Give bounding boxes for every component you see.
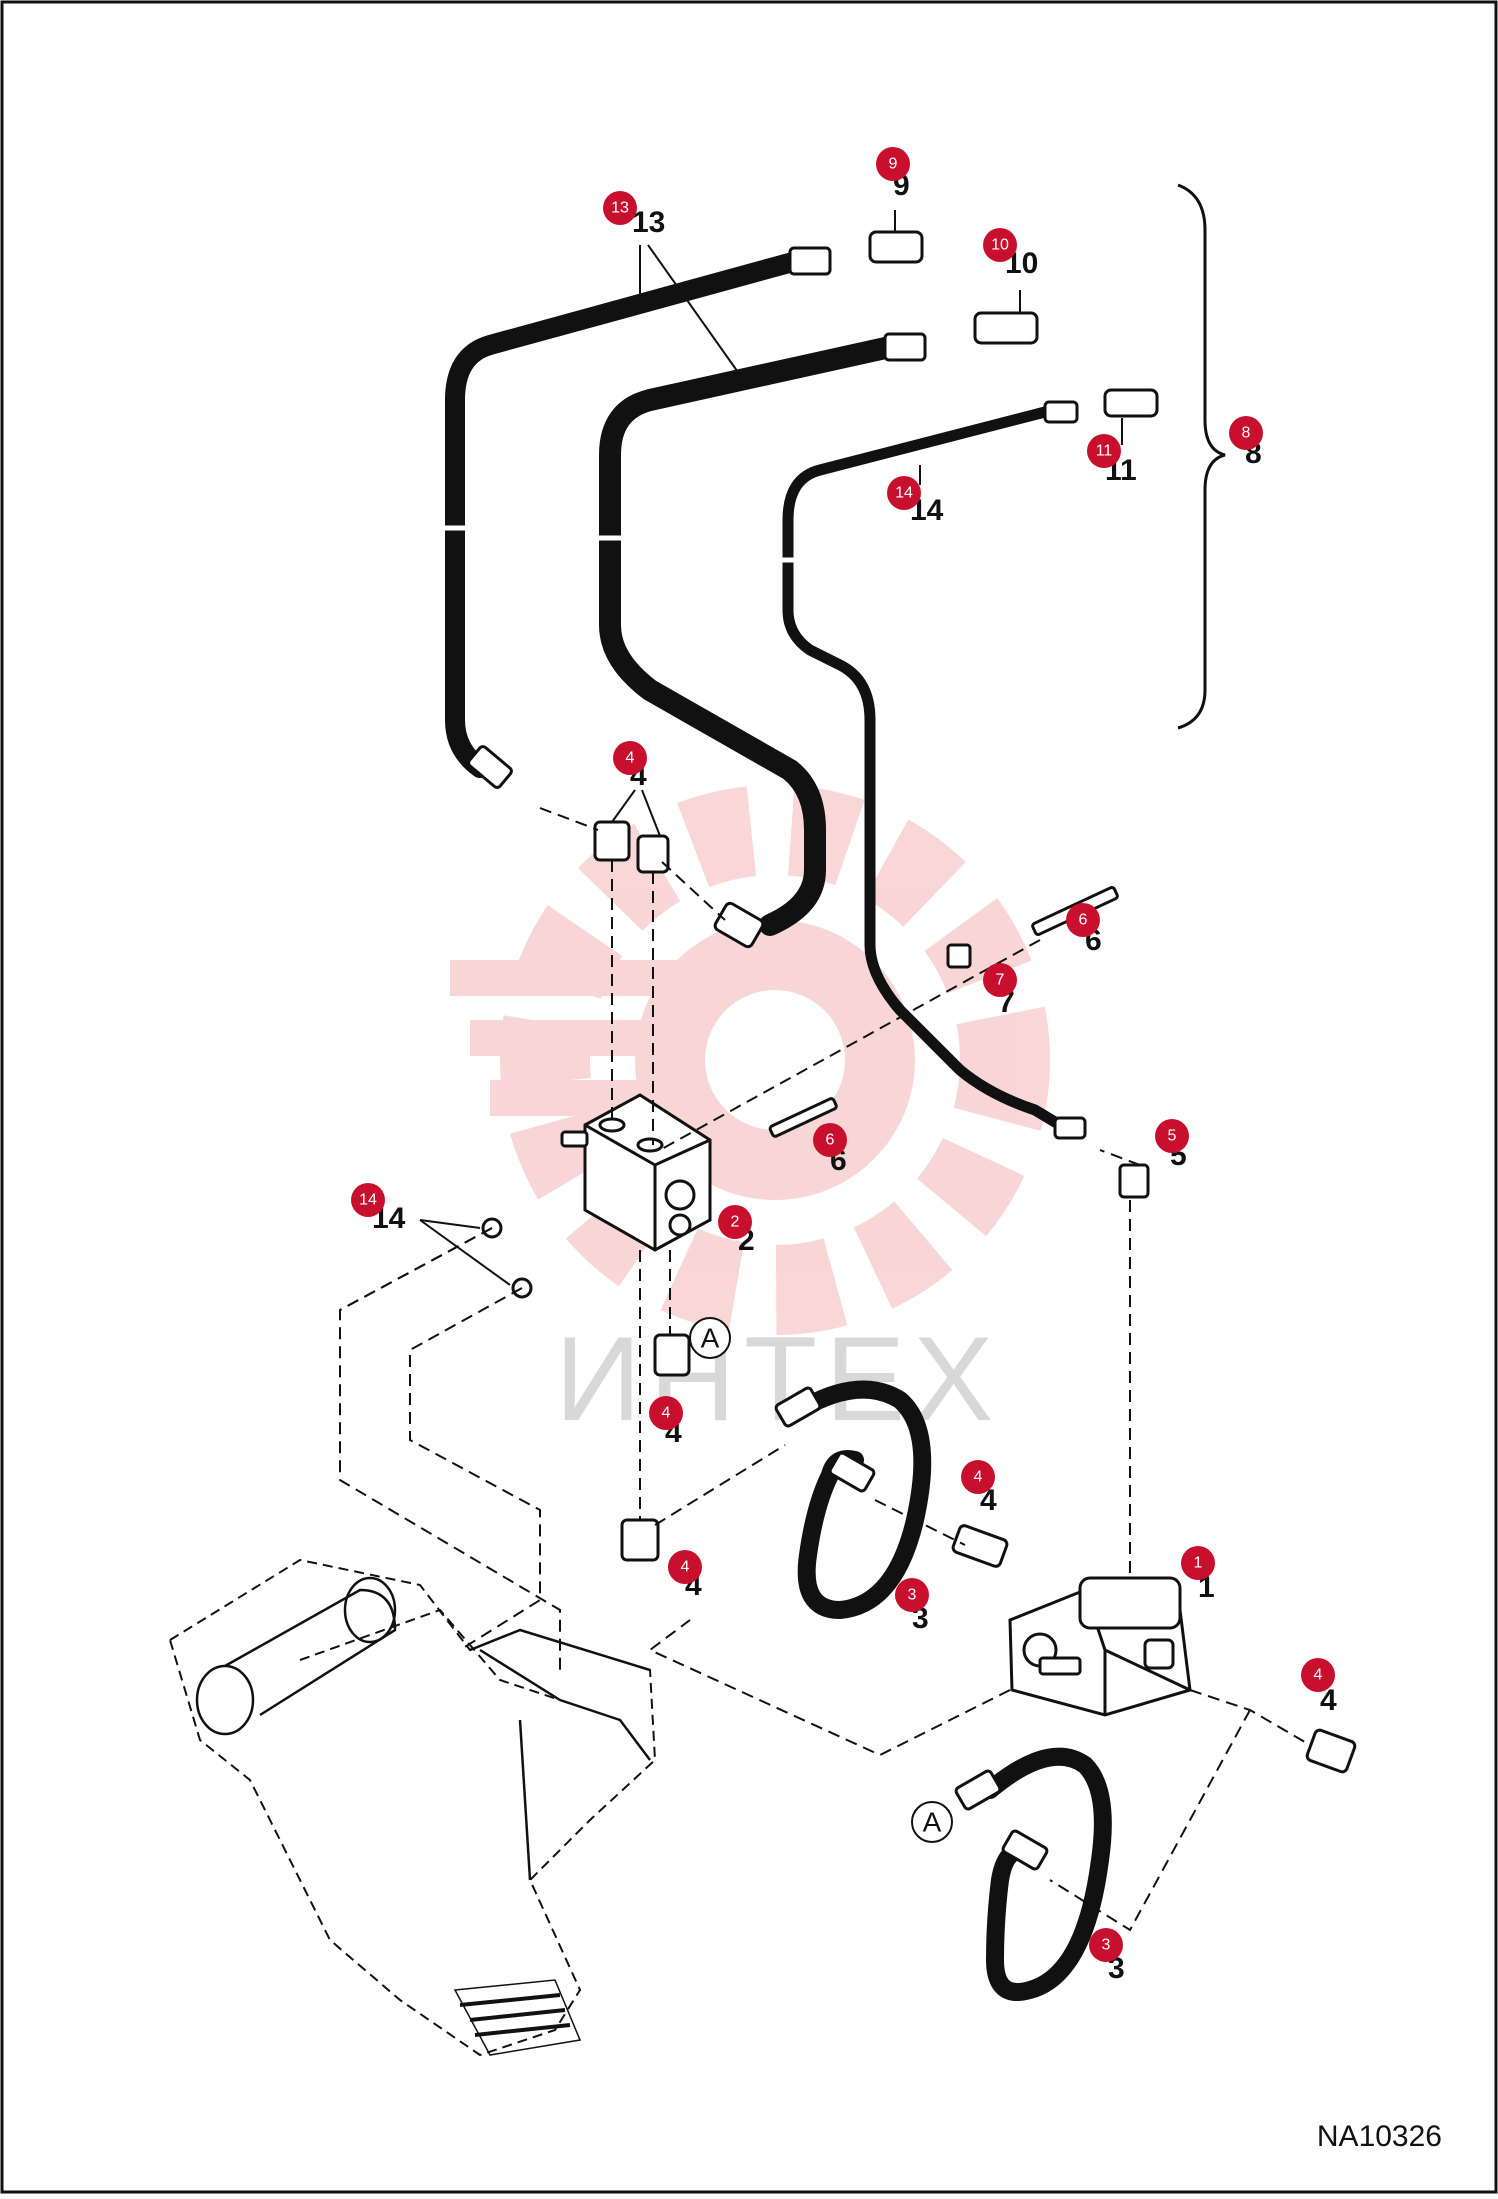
callout-11[interactable]: 11 — [1087, 434, 1121, 468]
callout-12[interactable]: 13 — [603, 191, 637, 225]
callout-3-upper[interactable]: 3 — [895, 1578, 929, 1612]
nut-7 — [946, 943, 972, 969]
hose-break-marks — [442, 525, 798, 563]
svg-text:4: 4 — [974, 1469, 983, 1486]
reference-a-lower: A — [923, 1807, 942, 1838]
hose-end-12b — [883, 332, 927, 362]
svg-text:9: 9 — [889, 156, 898, 173]
fitting-4-right — [1305, 1728, 1357, 1774]
svg-text:4: 4 — [662, 1405, 671, 1422]
hydraulic-pump — [1008, 1576, 1192, 1717]
control-valve — [560, 1093, 712, 1252]
plain-12: 13 — [632, 206, 665, 239]
callout-3-lower[interactable]: 3 — [1089, 1928, 1123, 1962]
bolt-6-lower — [768, 1097, 838, 1138]
fitting-4-lowleft — [620, 1518, 660, 1562]
callout-4-right[interactable]: 4 — [1301, 1658, 1335, 1692]
callout-1[interactable]: 1 — [1181, 1546, 1215, 1580]
pump-hoses — [791, 1380, 1112, 2001]
callout-8[interactable]: 8 — [1229, 416, 1263, 450]
pump-hose-ends — [774, 1386, 1049, 1871]
reference-marks — [689, 1317, 953, 1843]
svg-text:4: 4 — [1314, 1667, 1323, 1684]
callout-2[interactable]: 2 — [718, 1205, 752, 1239]
coupler-10-body — [973, 311, 1039, 345]
engine-detail — [195, 1576, 651, 2056]
callout-4-low[interactable]: 4 — [668, 1550, 702, 1584]
hose-13 — [782, 406, 1066, 1131]
engine-housing — [168, 1558, 657, 2057]
callout-4-mid[interactable]: 4 — [649, 1396, 683, 1430]
svg-text:5: 5 — [1168, 1128, 1177, 1145]
fitting-4-mid — [653, 1333, 691, 1377]
kit-bracket — [1177, 183, 1226, 730]
svg-text:8: 8 — [1242, 425, 1251, 442]
svg-text:4: 4 — [681, 1559, 690, 1576]
fitting-5 — [1118, 1163, 1150, 1199]
callout-6-lower[interactable]: 6 — [813, 1123, 847, 1157]
watermark-gear — [450, 785, 1050, 1335]
svg-text:6: 6 — [826, 1132, 835, 1149]
hose-12-left — [445, 250, 810, 778]
hose-end-12a — [788, 246, 832, 276]
coupler-9-body — [868, 230, 924, 264]
callout-13[interactable]: 14 — [887, 476, 921, 510]
callout-markers: 9 13 10 8 11 14 4 6 7 5 6 14 2 4 4 1 4 3… — [351, 147, 1335, 1962]
svg-text:2: 2 — [731, 1214, 740, 1231]
callout-4-pump[interactable]: 4 — [961, 1460, 995, 1494]
svg-text:11: 11 — [1096, 443, 1113, 460]
hose-end-13-lower — [1053, 1116, 1087, 1140]
hose-end-13 — [1043, 400, 1079, 424]
hose-assemblies — [445, 250, 1066, 1131]
drawing-code: NA10326 — [1316, 2120, 1442, 2153]
watermark-text: ИНТЕХ — [555, 1312, 1001, 1446]
svg-text:14: 14 — [895, 485, 913, 502]
svg-text:13: 13 — [611, 200, 629, 217]
hose-12-right — [599, 336, 901, 936]
coupler-11-body — [1103, 388, 1159, 418]
callout-14[interactable]: 14 — [351, 1183, 385, 1217]
svg-text:10: 10 — [991, 237, 1009, 254]
elbow-4-b — [636, 834, 670, 874]
reference-a-upper: A — [701, 1323, 720, 1354]
dashed-leaders — [339, 807, 1311, 1932]
callout-7[interactable]: 7 — [983, 963, 1017, 997]
svg-text:7: 7 — [996, 972, 1005, 989]
elbow-upper-left — [467, 745, 513, 789]
svg-text:3: 3 — [908, 1587, 917, 1604]
callout-6-upper[interactable]: 6 — [1066, 903, 1100, 937]
callout-10[interactable]: 10 — [983, 228, 1017, 262]
solid-leaders — [419, 210, 1123, 1286]
elbow-lower-right — [713, 901, 765, 949]
callout-4-top[interactable]: 4 — [613, 741, 647, 775]
elbow-4-a — [593, 820, 631, 862]
hose-3-lower — [981, 1747, 1112, 2001]
svg-text:6: 6 — [1079, 912, 1088, 929]
svg-text:3: 3 — [1102, 1937, 1111, 1954]
callout-9[interactable]: 9 — [876, 147, 910, 181]
svg-text:4: 4 — [626, 750, 635, 767]
plain-4-right: 4 — [1320, 1684, 1337, 1717]
svg-text:14: 14 — [359, 1192, 377, 1209]
callout-5[interactable]: 5 — [1155, 1119, 1189, 1153]
fitting-4-pump — [951, 1524, 1009, 1568]
hose-3-upper — [791, 1380, 932, 1620]
svg-text:1: 1 — [1194, 1555, 1203, 1572]
